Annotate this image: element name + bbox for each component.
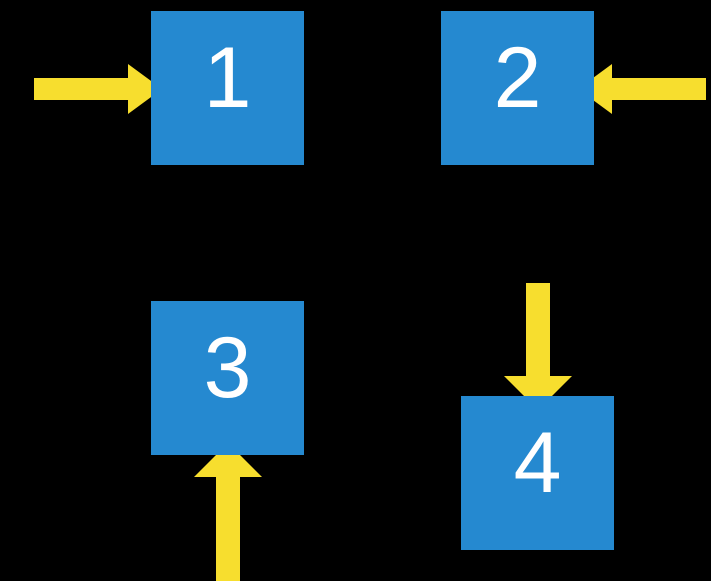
box-node-1[interactable]: 1 bbox=[151, 11, 304, 165]
box-node-2[interactable]: 2 bbox=[441, 11, 594, 165]
box-node-1-label: 1 bbox=[203, 30, 252, 126]
arrow-left-icon bbox=[578, 64, 706, 114]
arrow-down-icon bbox=[504, 283, 572, 410]
arrow-up-icon bbox=[194, 443, 262, 581]
box-node-4[interactable]: 4 bbox=[461, 396, 614, 550]
box-node-3[interactable]: 3 bbox=[151, 301, 304, 455]
box-node-4-label: 4 bbox=[513, 415, 562, 511]
arrow-right-icon bbox=[34, 64, 162, 114]
box-node-2-label: 2 bbox=[493, 30, 542, 126]
box-node-3-label: 3 bbox=[203, 320, 252, 416]
